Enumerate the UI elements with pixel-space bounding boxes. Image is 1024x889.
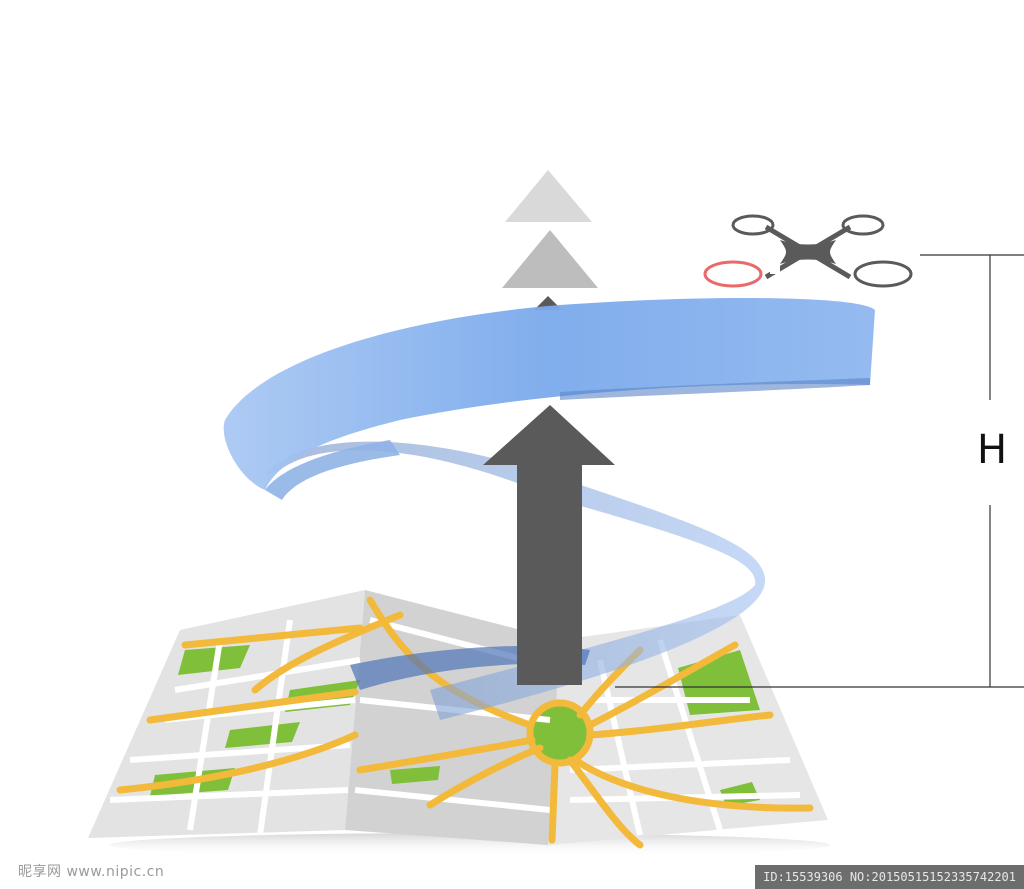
up-chevron-icon <box>505 170 592 222</box>
map-roads <box>116 596 814 849</box>
map-icon <box>88 590 830 857</box>
watermark-left: 昵享网 www.nipic.cn <box>18 864 165 880</box>
up-chevron-icon <box>502 230 598 288</box>
watermark-right: ID:15539306 NO:20150515152335742201 <box>755 865 1024 889</box>
map-park <box>225 722 300 748</box>
height-label: H <box>976 427 1008 473</box>
map-park <box>390 766 440 784</box>
height-measure <box>615 254 1024 688</box>
drone-icon <box>703 214 913 288</box>
spiral-path-front <box>223 298 876 500</box>
drone-rotor-highlight <box>703 260 763 288</box>
